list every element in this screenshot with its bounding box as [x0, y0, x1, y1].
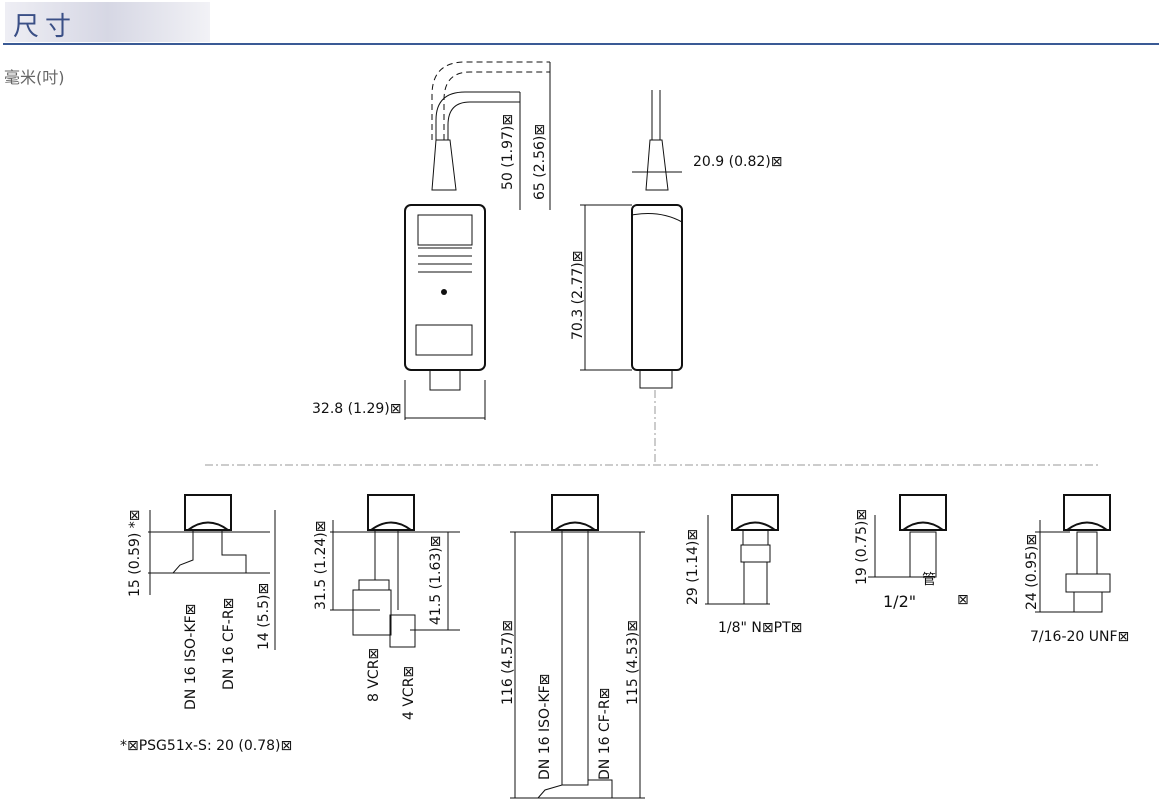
label-npt: 1/8" N⊠PT⊠	[718, 620, 802, 636]
dim-cable-50: 50 (1.97)⊠	[500, 114, 516, 190]
label-cf-r: DN 16 CF-R⊠	[221, 598, 237, 690]
label-8-vcr: 8 VCR⊠	[366, 648, 382, 702]
fitting-vcr: 31.5 (1.24)⊠ 41.5 (1.63)⊠ 8 VCR⊠ 4 VCR⊠	[313, 520, 460, 720]
label-tube: 管	[922, 572, 936, 588]
dim-width-front: 32.8 (1.29)⊠	[312, 401, 401, 417]
dim-unf: 24 (0.95)⊠	[1024, 534, 1040, 610]
label-iso-kf: DN 16 ISO-KF⊠	[183, 604, 199, 710]
dim-npt: 29 (1.14)⊠	[685, 529, 701, 605]
label-tube-mark: ⊠	[957, 592, 969, 608]
label-4-vcr: 4 VCR⊠	[401, 666, 417, 720]
fitting-npt: 29 (1.14)⊠ 1/8" N⊠PT⊠	[685, 515, 802, 636]
dim-height-body: 70.3 (2.77)⊠	[570, 251, 586, 340]
label-iso-kf-long: DN 16 ISO-KF⊠	[537, 674, 553, 780]
dim-kf-14: 14 (5.5)⊠	[256, 583, 272, 650]
dim-kf-115: 115 (4.53)⊠	[625, 620, 641, 705]
front-view: 50 (1.97)⊠ 65 (2.56)⊠ 32.8 (1.29)⊠	[312, 61, 551, 420]
dim-kf-15: 15 (0.59) *⊠	[127, 509, 143, 597]
section-title: 尺寸	[13, 12, 78, 42]
section-header: 尺寸	[5, 2, 210, 42]
unit-note: 毫米(吋)	[4, 68, 65, 87]
dim-tube: 19 (0.75)⊠	[854, 509, 870, 585]
dim-vcr-31: 31.5 (1.24)⊠	[313, 521, 329, 610]
dim-cable-65: 65 (2.56)⊠	[532, 124, 548, 200]
dim-kf-116: 116 (4.57)⊠	[500, 620, 516, 705]
dim-vcr-41: 41.5 (1.63)⊠	[428, 536, 444, 625]
fitting-kf-long: 116 (4.57)⊠ DN 16 ISO-KF⊠ DN 16 CF-R⊠ 11…	[500, 530, 645, 799]
label-tube-size: 1/2"	[883, 592, 916, 611]
header-divider	[3, 43, 1159, 45]
side-view: 20.9 (0.82)⊠ 70.3 (2.77)⊠	[570, 90, 782, 389]
fitting-heads	[184, 494, 1111, 531]
dim-width-side: 20.9 (0.82)⊠	[693, 154, 782, 170]
fitting-tube: 19 (0.75)⊠ 管 1/2" ⊠	[854, 509, 969, 611]
label-unf: 7/16-20 UNF⊠	[1030, 629, 1129, 645]
fitting-kf-short: 15 (0.59) *⊠ DN 16 ISO-KF⊠ DN 16 CF-R⊠ 1…	[120, 509, 292, 754]
footnote: *⊠PSG51x-S: 20 (0.78)⊠	[120, 738, 292, 754]
fitting-unf: 24 (0.95)⊠ 7/16-20 UNF⊠	[1024, 520, 1129, 645]
label-cf-r-long: DN 16 CF-R⊠	[597, 688, 613, 780]
